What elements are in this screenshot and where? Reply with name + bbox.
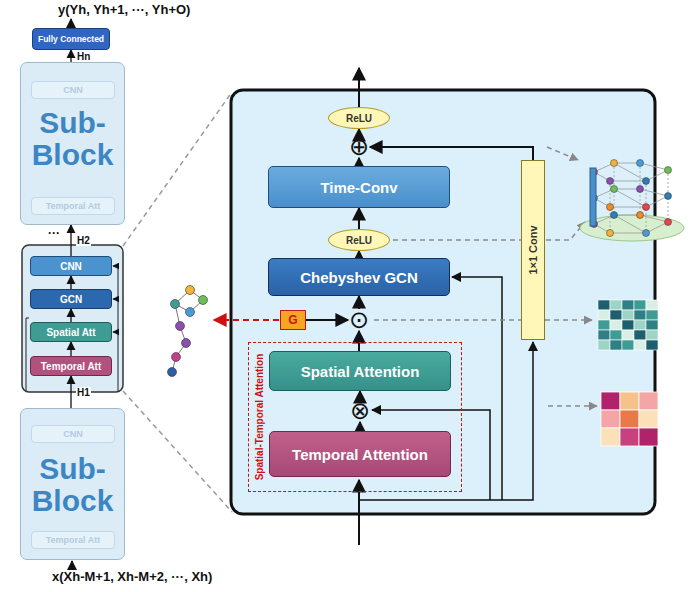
node-label: CNN (60, 261, 82, 272)
process-box: Spatial Attention (269, 351, 451, 391)
signal-name: H2 (76, 235, 91, 246)
zoom-line (123, 391, 232, 512)
graph-input: G (280, 310, 306, 330)
input-label: x(Xh-M+1, Xh-M+2, ···, Xh) (52, 569, 212, 584)
node-label: ⊕ (349, 136, 369, 158)
node-label: Sub-Block (21, 107, 124, 170)
activation: ReLU (328, 229, 390, 251)
attention-layer: Temporal Att (30, 356, 112, 376)
temporal-matrix (601, 392, 658, 446)
node-label: Sub-Block (21, 453, 124, 516)
node-label: G (288, 313, 297, 327)
connector (70, 225, 71, 256)
operator-symbol: ⊙ (348, 309, 370, 331)
node-label: Spatial Att (46, 327, 95, 338)
process-box: Temporal Attention (269, 431, 451, 477)
signal-name: H1 (76, 387, 91, 398)
graph-illustration (168, 286, 208, 377)
connector (70, 342, 71, 356)
faded-layer: Temporal Att (31, 531, 115, 549)
connector (370, 147, 533, 160)
gcn-layer: GCN (30, 289, 112, 309)
connector (358, 158, 360, 166)
zoom-line (123, 92, 232, 246)
graph-leader (214, 319, 279, 321)
node-label: Temporal Att (46, 535, 101, 545)
input-arrow (358, 480, 360, 545)
connector (70, 276, 71, 289)
node-label: GCN (60, 294, 82, 305)
sub-block-outline (22, 245, 123, 392)
skip-lines (26, 266, 118, 391)
operator-symbol: ⊗ (349, 400, 371, 422)
node-label: Time-Conv (320, 179, 397, 196)
conv-box: 1×1 Conv (521, 160, 545, 340)
signal-name: Hn (76, 51, 91, 62)
activation: ReLU (328, 107, 390, 129)
connector (358, 129, 360, 136)
connector (70, 309, 71, 322)
connector (358, 331, 360, 351)
node-label: Temporal Att (46, 201, 101, 211)
faded-layer: CNN (31, 425, 115, 443)
ellipsis: ··· (48, 226, 60, 240)
node-label: ReLU (346, 235, 372, 246)
sub-block: Sub-Block CNN Temporal Att (20, 408, 125, 560)
node-label: 1×1 Conv (527, 225, 539, 274)
node-label: ReLU (346, 113, 372, 124)
sub-block-panel (231, 90, 655, 514)
connector (358, 208, 360, 229)
connector (306, 319, 348, 321)
output-arrow (358, 68, 360, 107)
connector (70, 50, 71, 62)
sub-block: Sub-Block CNN Temporal Att (20, 62, 125, 225)
node-label: Spatial Attention (301, 363, 420, 380)
node-label: Temporal Attention (292, 446, 428, 463)
output-arrow (70, 19, 72, 28)
cnn-layer: CNN (30, 256, 112, 276)
node-label: CNN (63, 85, 83, 95)
output-layer: Fully Connected (32, 28, 110, 50)
input-arrow (71, 561, 73, 566)
node-label: Fully Connected (38, 35, 104, 44)
connector (359, 391, 361, 400)
graph-illustration (580, 160, 684, 242)
operator-symbol: ⊕ (348, 136, 370, 158)
connector (70, 376, 71, 408)
faded-layer: CNN (31, 81, 115, 99)
output-label: y(Yh, Yh+1, ···, Yh+O) (58, 2, 190, 17)
node-label: ⊙ (349, 309, 369, 331)
node-label: Chebyshev GCN (300, 269, 418, 286)
node-label: ⊗ (350, 400, 370, 422)
process-box: Time-Conv (268, 166, 450, 208)
attention-layer: Spatial Att (30, 322, 112, 342)
connector (358, 251, 360, 258)
spatial-matrix (598, 300, 658, 350)
attention-group: Spatial-Temporal Attention Spatial Attent… (248, 342, 462, 492)
connector (359, 422, 361, 431)
connector (358, 296, 360, 309)
node-label: Temporal Att (41, 361, 102, 372)
node-label: Spatial-Temporal Attention (254, 354, 265, 481)
faded-layer: Temporal Att (31, 197, 115, 215)
process-box: Chebyshev GCN (268, 258, 450, 296)
node-label: CNN (63, 429, 83, 439)
